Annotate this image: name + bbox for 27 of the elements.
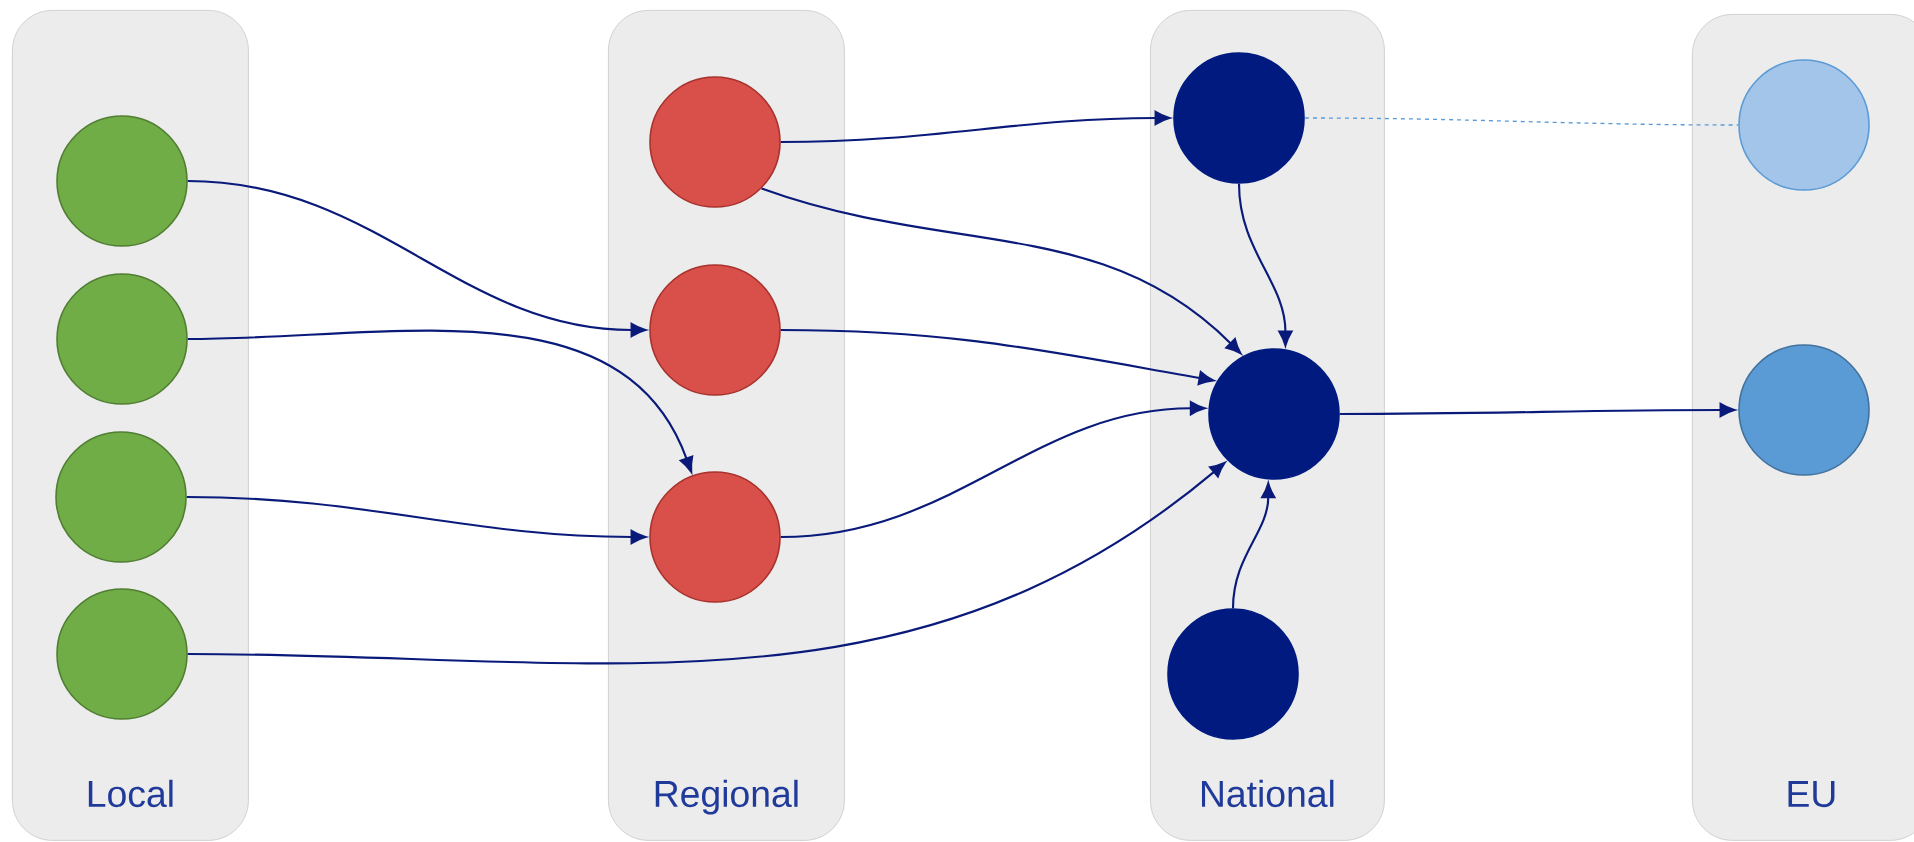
arrow bbox=[187, 329, 694, 473]
arrow bbox=[780, 110, 1171, 144]
column-label: EU bbox=[1788, 781, 1835, 808]
circle-node bbox=[1208, 348, 1340, 480]
circle-node bbox=[1738, 59, 1870, 191]
circle-node bbox=[56, 588, 188, 720]
circle-node bbox=[1173, 52, 1305, 184]
arrow bbox=[1231, 482, 1276, 609]
column-label: Regional bbox=[655, 779, 798, 815]
circle-node bbox=[56, 115, 188, 247]
circle-node bbox=[1738, 344, 1870, 476]
circle-node bbox=[1167, 608, 1299, 740]
arrow bbox=[1237, 183, 1293, 347]
circle-node bbox=[649, 264, 781, 396]
arrow bbox=[187, 179, 647, 338]
arrow bbox=[187, 461, 1226, 665]
circle-node bbox=[56, 273, 188, 405]
column-label: Local bbox=[88, 779, 173, 808]
arrow bbox=[1339, 402, 1736, 418]
arrow bbox=[780, 328, 1215, 386]
circle-node bbox=[649, 76, 781, 208]
circle-node bbox=[55, 431, 187, 563]
column-label: National bbox=[1202, 779, 1334, 808]
circle-node bbox=[649, 471, 781, 603]
arrow bbox=[186, 495, 647, 545]
arrow bbox=[761, 187, 1242, 355]
arrow bbox=[780, 401, 1206, 539]
